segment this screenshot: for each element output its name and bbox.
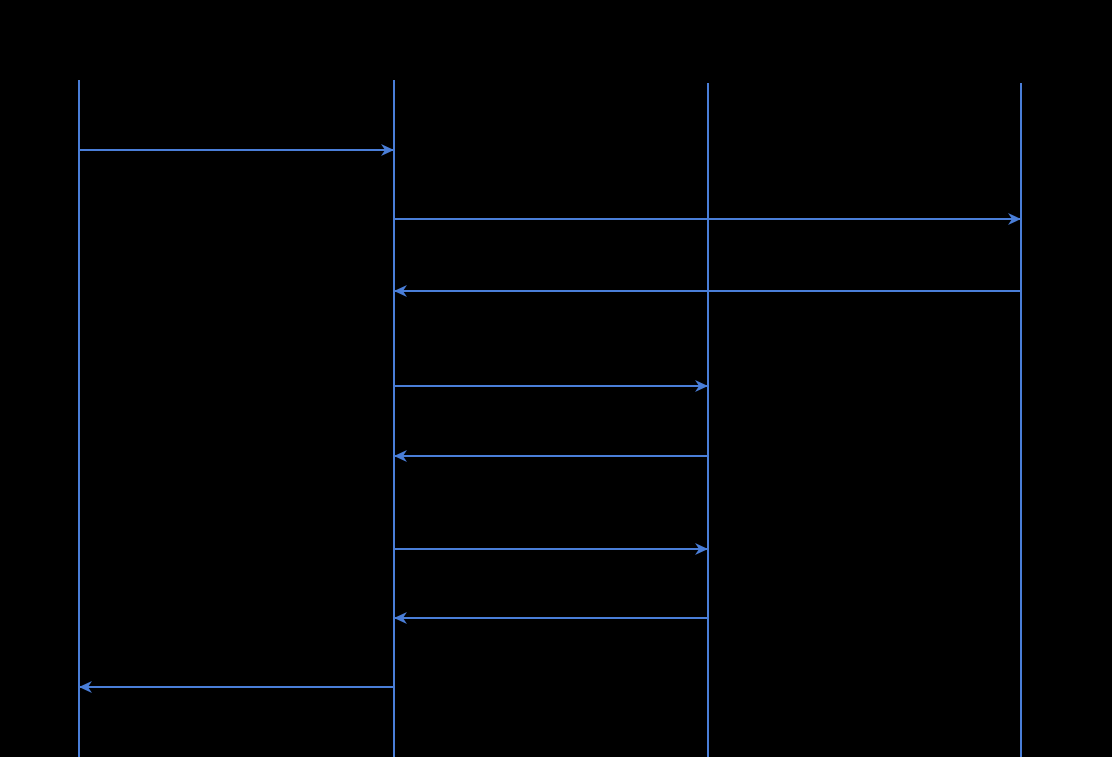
lifelines-group — [78, 80, 1022, 757]
messages-group — [79, 144, 1021, 693]
